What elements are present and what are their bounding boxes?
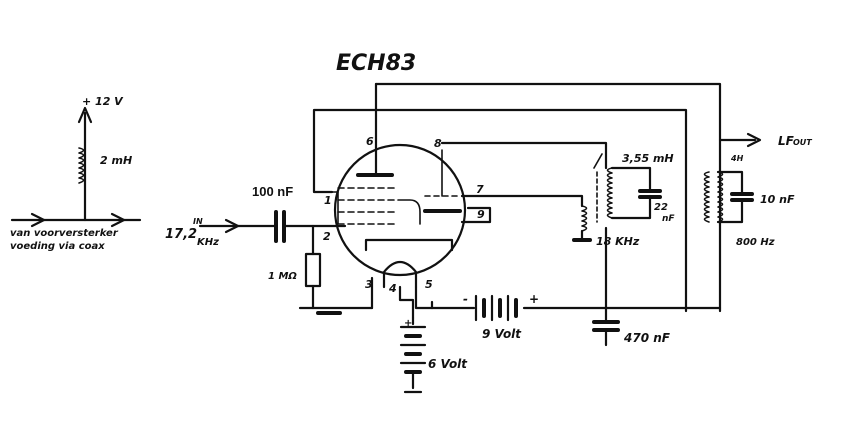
supply-voltage-label: + 12 V: [82, 95, 124, 108]
feed-line-text-1: van voorversterker: [10, 228, 119, 239]
wiring: [312, 82, 722, 320]
coupling-cap-value: 100 nF: [252, 184, 293, 199]
ground-bus: [298, 276, 374, 315]
tube-type-label: ECH83: [336, 51, 416, 76]
pin-label-7: 7: [476, 183, 484, 196]
rf-choke-coil: [78, 147, 85, 184]
tube-electrodes: [319, 82, 462, 289]
input-frequency: 17,2: [165, 227, 197, 242]
choke-value-label: 2 mH: [100, 154, 132, 167]
bypass-capacitor: [592, 306, 620, 347]
filament-battery-plus: +: [404, 318, 412, 329]
output-frequency: 800 Hz: [736, 237, 775, 248]
feed-line-arrows: [10, 212, 142, 228]
plate-battery: [474, 294, 518, 322]
input-frequency-unit: KHz: [197, 237, 219, 248]
osc-frequency: 18 KHz: [596, 235, 640, 248]
input-in-label: IN: [193, 217, 203, 226]
pin-label-3: 3: [365, 278, 373, 291]
pin-label-9: 9: [477, 208, 485, 221]
plate-battery-plus: +: [529, 292, 539, 306]
lf-out-label: LF: [778, 134, 795, 148]
oscillator-tank: [572, 153, 662, 242]
filament-battery: [399, 316, 427, 394]
pin-label-6: 6: [366, 135, 374, 148]
lf-out-subscript: OUT: [793, 138, 812, 147]
pin-label-2: 2: [323, 230, 331, 243]
output-cap-value: 10 nF: [760, 193, 795, 206]
tube-envelope: [333, 143, 467, 277]
plate-battery-voltage: 9 Volt: [482, 327, 522, 341]
plate-battery-minus: -: [463, 292, 468, 306]
osc-cap-unit: nF: [662, 214, 675, 224]
output-tank: [703, 132, 762, 224]
bypass-cap-value: 470 nF: [623, 331, 671, 345]
feed-line-text-2: voeding via coax: [10, 241, 105, 252]
coupling-capacitor: [274, 210, 347, 243]
grid-resistor-value: 1 MΩ: [268, 271, 297, 282]
pin-label-5: 5: [425, 278, 433, 291]
grid-resistor: [304, 224, 322, 310]
osc-cap-value: 22: [654, 202, 668, 213]
pin-label-4: 4: [388, 282, 397, 295]
pin-label-1: 1: [324, 194, 332, 207]
output-inductor-value: 4H: [730, 154, 744, 163]
input-wire-arrow: [198, 218, 277, 234]
osc-coil-value: 3,55 mH: [622, 152, 674, 165]
pin-label-8: 8: [434, 137, 442, 150]
supply-arrow: [77, 106, 93, 222]
filament-battery-voltage: 6 Volt: [428, 357, 468, 371]
